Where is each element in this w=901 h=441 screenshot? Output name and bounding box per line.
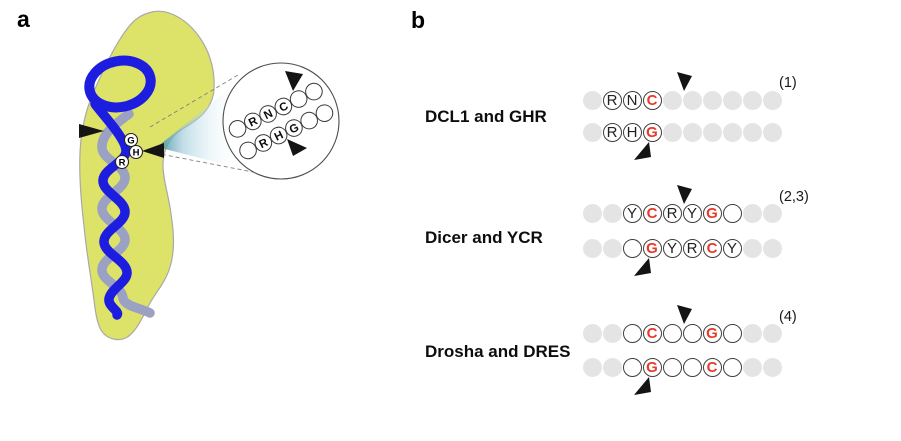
nucleotide-circle: G [642,122,662,142]
nucleotide-circle [762,122,782,142]
nucleotide-circle: G [642,357,662,377]
nucleotide-circle [762,203,782,223]
panel-a-label: a [17,6,30,32]
nucleotide-circle [682,122,702,142]
nucleotide-circle: R [682,238,702,258]
motif-row-label: Drosha and DRES [425,342,571,361]
nucleotide-circle [662,323,682,343]
nucleotide-circle [602,323,622,343]
nucleotide-circle: H [622,122,642,142]
nucleotide-circle: C [702,238,722,258]
nucleotide-circle [682,323,702,343]
nucleotide-circle [582,90,602,110]
nucleotide-circle [742,238,762,258]
nucleotide-circle: G [702,323,722,343]
nucleotide-circle: G [642,238,662,258]
nucleotide-circle: Y [622,203,642,223]
nucleotide-circle [742,357,762,377]
nucleotide-circle [742,122,762,142]
nucleotide-circle [722,122,742,142]
nucleotide-circle [582,238,602,258]
nucleotide-circle [662,122,682,142]
nucleotide-circle [582,357,602,377]
nucleotide-circle [662,90,682,110]
nucleotide-circle: C [642,323,662,343]
nucleotide-circle [622,323,642,343]
nucleotide-circle [602,238,622,258]
nucleotide-circle: Y [682,203,702,223]
nucleotide-circle [742,203,762,223]
nucleotide-circle [722,357,742,377]
nucleotide-circle [742,323,762,343]
nucleotide-circle [742,90,762,110]
panel-b-label: b [411,7,426,33]
nucleotide-circle [622,357,642,377]
nucleotide-circle [582,323,602,343]
nucleotide-circle [582,122,602,142]
nucleotide-circle [762,357,782,377]
nucleotide-circle [762,238,782,258]
reference-number: (1) [779,75,797,91]
nucleotide-circle: Y [722,238,742,258]
nucleotide-circle: G [702,203,722,223]
motif-row-label: DCL1 and GHR [425,107,547,126]
nucleotide-circle [582,203,602,223]
reference-number: (2,3) [779,189,809,205]
nucleotide-circle [702,90,722,110]
nucleotide-circle [682,357,702,377]
nucleotide-circle [662,357,682,377]
nucleotide-circle: C [642,90,662,110]
nucleotide-circle [602,203,622,223]
nucleotide-circle: R [662,203,682,223]
nucleotide-circle: C [642,203,662,223]
nucleotide-circle [702,122,722,142]
motif-row-label: Dicer and YCR [425,228,543,247]
reference-number: (4) [779,309,797,325]
nucleotide-circle [722,203,742,223]
nucleotide-circle: R [602,90,622,110]
nucleotide-circle [762,90,782,110]
nucleotide-circle [762,323,782,343]
nucleotide-circle [622,238,642,258]
nucleotide-circle: R [602,122,622,142]
nucleotide-circle [602,357,622,377]
nucleotide-circle [682,90,702,110]
nucleotide-circle [722,323,742,343]
nucleotide-circle: N [622,90,642,110]
nucleotide-circle: Y [662,238,682,258]
nucleotide-circle: C [702,357,722,377]
nucleotide-circle [722,90,742,110]
